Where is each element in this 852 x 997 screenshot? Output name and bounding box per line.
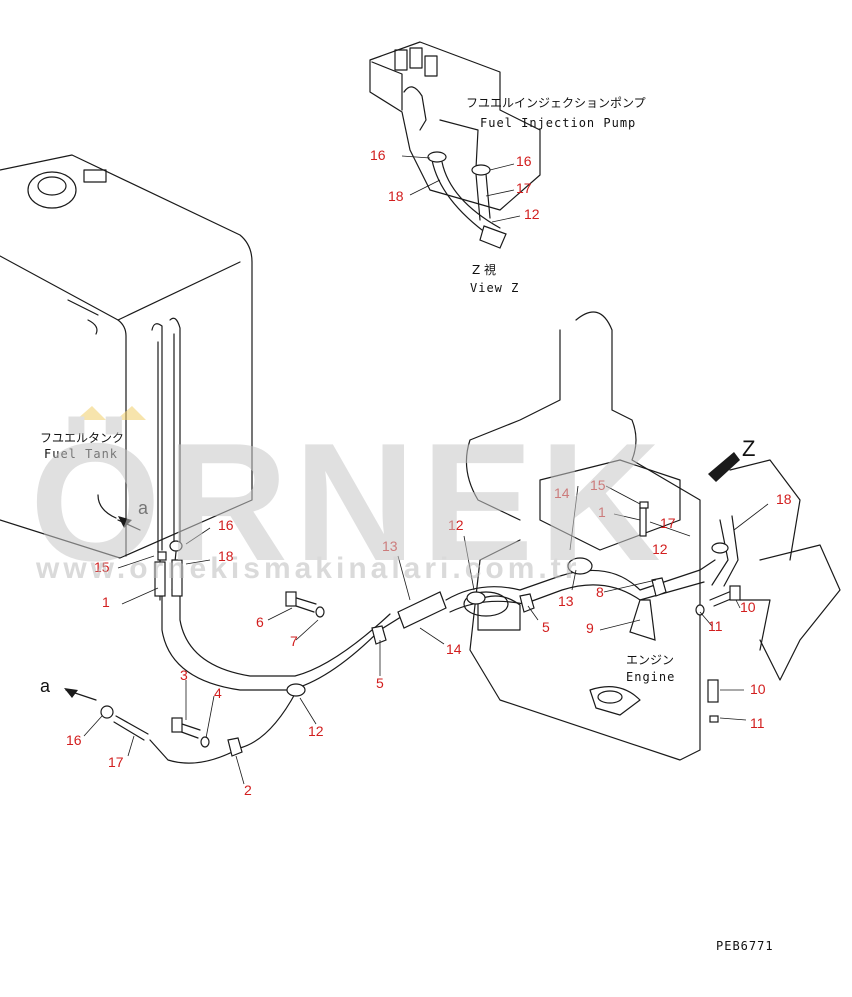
callout-15: 15 <box>590 477 606 493</box>
watermark: ÖRNEK www.ornekismakinalari.com.tr <box>30 406 667 596</box>
callout-11: 11 <box>750 715 765 731</box>
leader-lines <box>83 155 769 785</box>
callout-15: 15 <box>94 559 110 575</box>
callout-4: 4 <box>214 685 222 701</box>
callout-12: 12 <box>308 723 324 739</box>
watermark-site: www.ornekismakinalari.com.tr <box>35 552 580 585</box>
engine-label-jp: エンジン <box>626 653 674 667</box>
callout-12: 12 <box>652 541 668 557</box>
fuel-injection-pump-label-en: Fuel Injection Pump <box>480 116 636 130</box>
callout-1: 1 <box>102 594 110 610</box>
callout-13: 13 <box>382 538 398 554</box>
callout-17: 17 <box>108 754 124 770</box>
callout-16: 16 <box>218 517 234 533</box>
callout-18: 18 <box>218 548 234 564</box>
callout-3: 3 <box>180 667 188 683</box>
callout-12: 12 <box>524 206 540 222</box>
a-marker-bottom: a <box>40 676 51 696</box>
engine-label-en: Engine <box>626 670 675 684</box>
callout-numbers: 16 16 17 18 12 15 16 18 1 13 12 14 15 1 … <box>66 147 792 798</box>
view-z-label-jp: Z 視 <box>472 262 496 277</box>
callout-16: 16 <box>66 732 82 748</box>
fuel-tank-label-en: Fuel Tank <box>44 447 118 461</box>
callout-13: 13 <box>558 593 574 609</box>
fuel-tank-drawing <box>0 154 253 559</box>
direction-arrows <box>64 452 740 701</box>
callout-2: 2 <box>244 782 252 798</box>
view-z-label-en: View Z <box>470 281 519 295</box>
callout-7: 7 <box>290 633 298 649</box>
callout-9: 9 <box>586 620 594 636</box>
callout-11: 11 <box>708 618 723 634</box>
callout-17: 17 <box>660 515 676 531</box>
callout-1: 1 <box>598 504 606 520</box>
fuel-injection-pump-drawing <box>369 41 541 249</box>
callout-17: 17 <box>516 180 532 196</box>
callout-5: 5 <box>542 619 550 635</box>
callout-16: 16 <box>516 153 532 169</box>
callout-5: 5 <box>376 675 384 691</box>
fuel-lines-drawing <box>149 515 739 764</box>
watermark-brand: ÖRNEK <box>30 408 667 596</box>
callout-14: 14 <box>554 485 570 501</box>
callout-18: 18 <box>776 491 792 507</box>
watermark-accent-right <box>116 406 146 420</box>
callout-10: 10 <box>740 599 756 615</box>
drawing-code: PEB6771 <box>716 939 774 953</box>
engine-drawing <box>463 311 841 761</box>
a-marker-top: a <box>138 498 149 518</box>
fuel-injection-pump-label-jp: フユエルインジェクションポンプ <box>466 96 646 110</box>
z-marker-label: Z <box>742 436 755 461</box>
callout-10: 10 <box>750 681 766 697</box>
callout-18: 18 <box>388 188 404 204</box>
callout-12: 12 <box>448 517 464 533</box>
text-labels: フユエルインジェクションポンプ Fuel Injection Pump Z 視 … <box>40 96 774 953</box>
watermark-accent-left <box>76 406 106 420</box>
callout-14: 14 <box>446 641 462 657</box>
callout-16: 16 <box>370 147 386 163</box>
fuel-tank-label-jp: フユエルタンク <box>40 431 124 445</box>
callout-6: 6 <box>256 614 264 630</box>
callout-8: 8 <box>596 584 604 600</box>
hardware-drawing <box>100 501 741 757</box>
